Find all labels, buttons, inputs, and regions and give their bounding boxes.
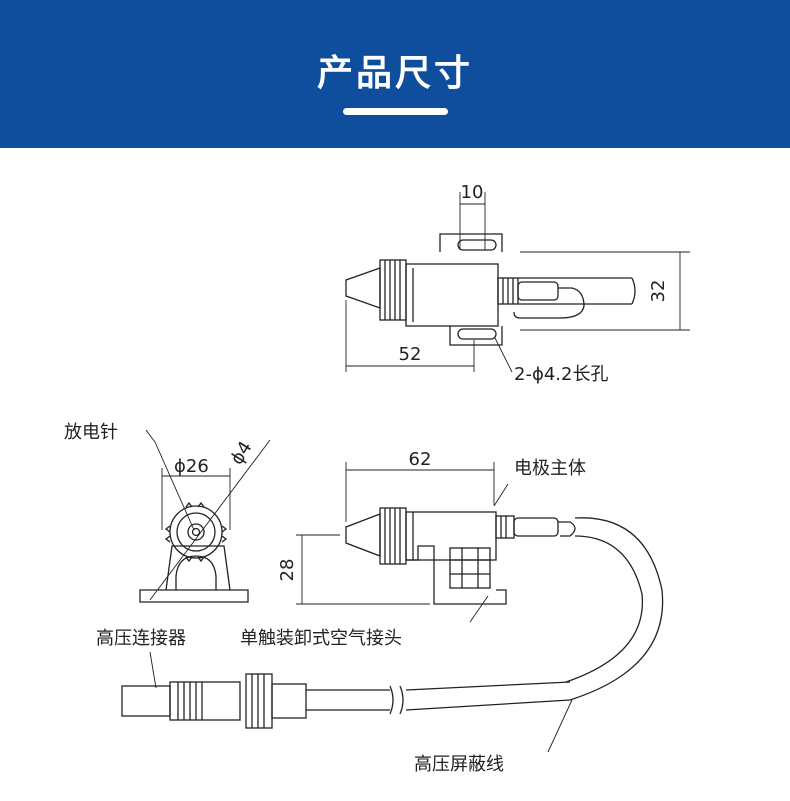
top-view-dimension-lines <box>345 192 690 373</box>
top-view-drawing <box>345 233 636 346</box>
front-view-dimension-lines <box>145 429 271 601</box>
hv-connector-drawing <box>121 673 571 729</box>
label-electrode-body: 电极主体 <box>514 458 586 479</box>
label-air-connector: 单触装卸式空气接头 <box>240 628 402 649</box>
label-hv-connector: 高压连接器 <box>96 628 186 649</box>
label-discharge-needle: 放电针 <box>64 422 118 443</box>
label-slot-holes: 2-ϕ4.2长孔 <box>514 364 608 385</box>
cable-leader-lines <box>149 651 573 753</box>
dim-top-width: 10 <box>461 182 484 203</box>
front-view-drawing <box>139 501 249 603</box>
title-underline <box>343 108 448 115</box>
dim-side-length: 62 <box>409 449 432 470</box>
dim-top-length: 52 <box>399 344 422 365</box>
page-title: 产品尺寸 <box>316 53 473 94</box>
diagram-svg: 10 32 52 2-ϕ4.2长孔 放电针 ϕ26 ϕ4 62 28 电极主体 … <box>64 182 690 775</box>
dimension-diagram: 10 32 52 2-ϕ4.2长孔 放电针 ϕ26 ϕ4 62 28 电极主体 … <box>0 148 790 797</box>
label-hv-cable: 高压屏蔽线 <box>414 754 504 775</box>
dim-front-outer-diameter: ϕ26 <box>174 456 209 477</box>
side-view-dimension-lines <box>296 462 509 623</box>
side-view-drawing <box>345 507 664 701</box>
dim-top-height: 32 <box>648 280 669 303</box>
dim-side-height: 28 <box>277 559 298 582</box>
header-banner: 产品尺寸 <box>0 0 790 148</box>
